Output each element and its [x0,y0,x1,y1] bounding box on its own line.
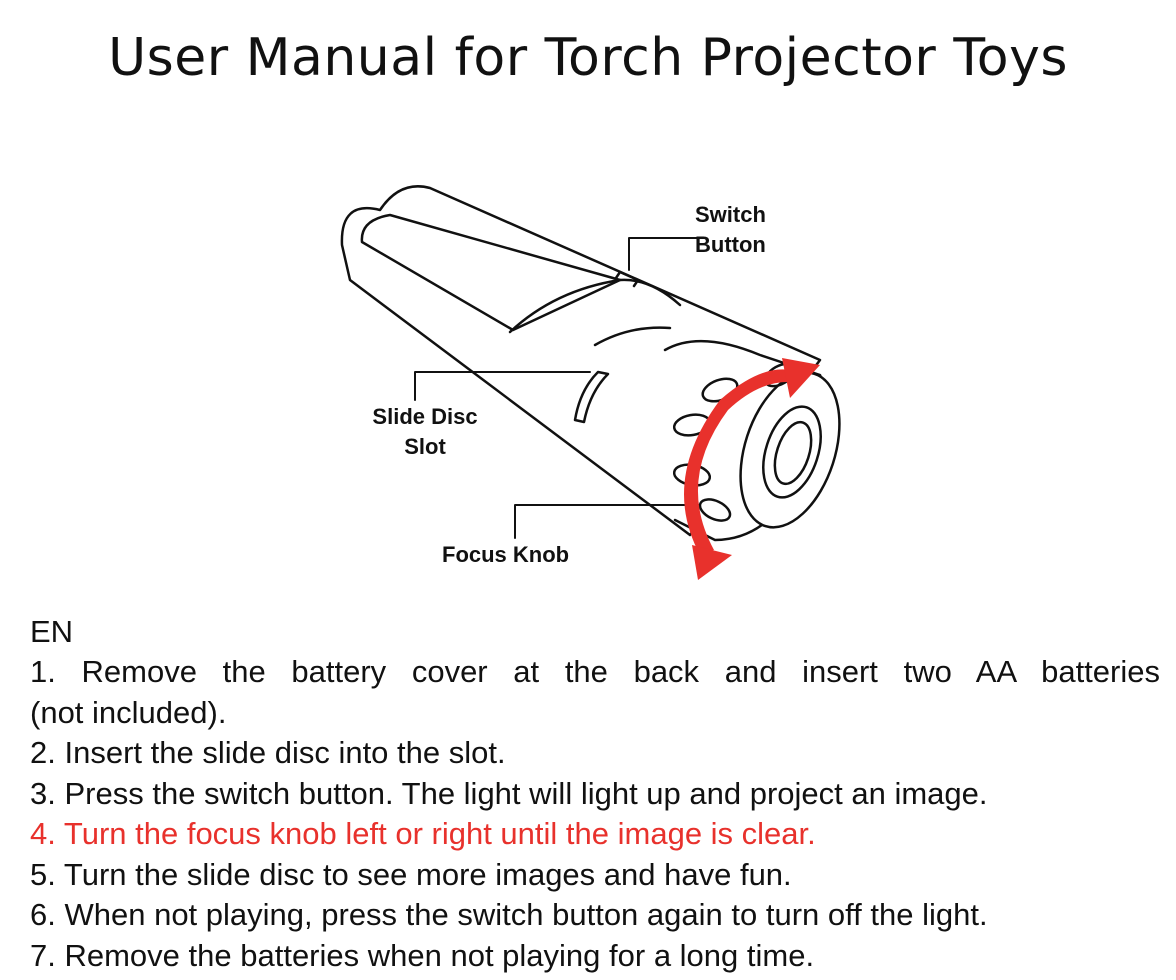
step-7: 7. Remove the batteries when not playing… [30,936,1160,977]
torch-illustration [340,185,841,580]
switch-leader-line [628,237,706,271]
torch-shoulder [508,278,682,334]
instructions: EN 1. Remove the battery cover at the ba… [30,612,1160,976]
switch-label-line1: Switch [695,202,766,227]
step-number: 5. [30,856,56,892]
rotation-arrow [684,358,820,580]
step-3: 3. Press the switch button. The light wi… [30,774,1160,815]
step-text: Insert the slide disc into the slot. [64,735,506,770]
switch-button [614,270,640,288]
slide-disc-slot-label: Slide Disc Slot [360,402,490,462]
step-2: 2. Insert the slide disc into the slot. [30,733,1160,774]
step-number: 2. [30,735,56,770]
switch-button-label: Switch Button [695,200,766,260]
step-number: 3. [30,775,56,811]
battery-cover [360,213,622,332]
step-text: Turn the slide disc to see more images a… [63,856,792,892]
switch-label-line2: Button [695,232,766,257]
slide-disc-slot [573,370,610,424]
focus-leader-line [514,504,701,539]
lens-ring-inner [762,405,822,499]
grip-bump [698,498,732,522]
focus-knob-label: Focus Knob [442,542,570,567]
step-number: 7. [30,937,56,973]
step-text: When not playing, press the switch butto… [64,897,988,932]
language-heading: EN [30,614,74,649]
slot-label-line1: Slide Disc [372,404,478,429]
step-text: Remove the batteries when not playing fo… [64,937,815,973]
slot-label-line2: Slot [404,434,446,459]
step-4: 4. Turn the focus knob left or right unt… [30,814,1160,855]
step-6: 6. When not playing, press the switch bu… [30,895,1160,936]
step-number: 1. [30,654,56,689]
step-number: 4. [30,816,56,851]
slot-leader-line [414,371,591,401]
step-text: Remove the battery cover at the back and… [81,654,1160,689]
step-1: 1. Remove the battery cover at the back … [30,652,1160,693]
step-text: Turn the focus knob left or right until … [63,816,816,851]
step-1-cont: (not included). [30,694,227,730]
step-5: 5. Turn the slide disc to see more image… [30,855,1160,896]
page-title: User Manual for Torch Projector Toys [108,28,1068,88]
step-text: Press the switch button. The light will … [64,775,988,811]
torch-diagram: Switch Button Slide Disc Slot Focus Knob [320,160,880,600]
step-number: 6. [30,897,56,932]
